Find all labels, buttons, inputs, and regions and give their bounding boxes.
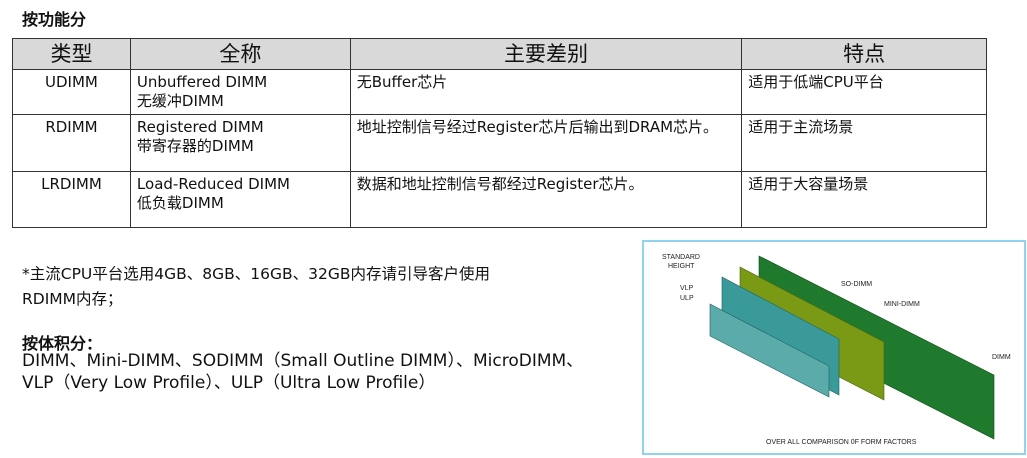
label-standard: STANDARD	[662, 254, 700, 261]
label-sodimm: SO-DIMM	[841, 281, 872, 288]
volume-types-text: DIMM、Mini-DIMM、SODIMM（Small Outline DIMM…	[22, 351, 584, 393]
cell-type: RDIMM	[12, 114, 131, 172]
cell-type: LRDIMM	[12, 171, 131, 228]
cell-feature: 适用于低端CPU平台	[741, 69, 987, 115]
header-feature: 特点	[741, 38, 987, 70]
full-name-en: Load-Reduced DIMM	[136, 175, 290, 193]
header-type: 类型	[12, 38, 131, 70]
form-factor-comparison-figure: STANDARD HEIGHT VLP ULP SO-DIMM MINI-DIM…	[642, 240, 1026, 455]
full-name-zh: 低负载DIMM	[136, 194, 224, 212]
label-height: HEIGHT	[668, 263, 695, 270]
cell-feature: 适用于大容量场景	[741, 171, 987, 228]
heading-by-function: 按功能分	[22, 10, 87, 29]
label-dimm: DIMM	[992, 354, 1011, 361]
heading-by-volume: 按体积分：	[22, 334, 103, 353]
header-difference: 主要差别	[349, 38, 743, 70]
rdimm-recommendation-note: *主流CPU平台选用4GB、8GB、16GB、32GB内存请引导客户使用RDIM…	[22, 265, 491, 308]
dimm-form-factors-illustration: STANDARD HEIGHT VLP ULP SO-DIMM MINI-DIM…	[662, 254, 1011, 446]
figure-caption: OVER ALL COMPARISON 0F FORM FACTORS	[766, 439, 917, 446]
cell-difference: 地址控制信号经过Register芯片后输出到DRAM芯片。	[349, 114, 743, 172]
label-minidimm: MINI-DIMM	[884, 301, 920, 308]
full-name-en: Registered DIMM	[136, 118, 264, 136]
cell-difference: 无Buffer芯片	[349, 69, 743, 115]
full-name-zh: 带寄存器的DIMM	[136, 137, 254, 155]
label-ulp: ULP	[680, 295, 694, 302]
cell-feature: 适用于主流场景	[741, 114, 987, 172]
full-name-zh: 无缓冲DIMM	[136, 92, 224, 110]
vlp-ulp-module	[709, 303, 830, 398]
cell-type: UDIMM	[12, 69, 131, 115]
table-header-row: 类型 全称 主要差别 特点	[12, 38, 987, 70]
label-vlp: VLP	[680, 285, 694, 292]
header-full-name: 全称	[129, 38, 351, 70]
full-name-en: Unbuffered DIMM	[136, 73, 268, 91]
cell-difference: 数据和地址控制信号都经过Register芯片。	[349, 171, 743, 228]
